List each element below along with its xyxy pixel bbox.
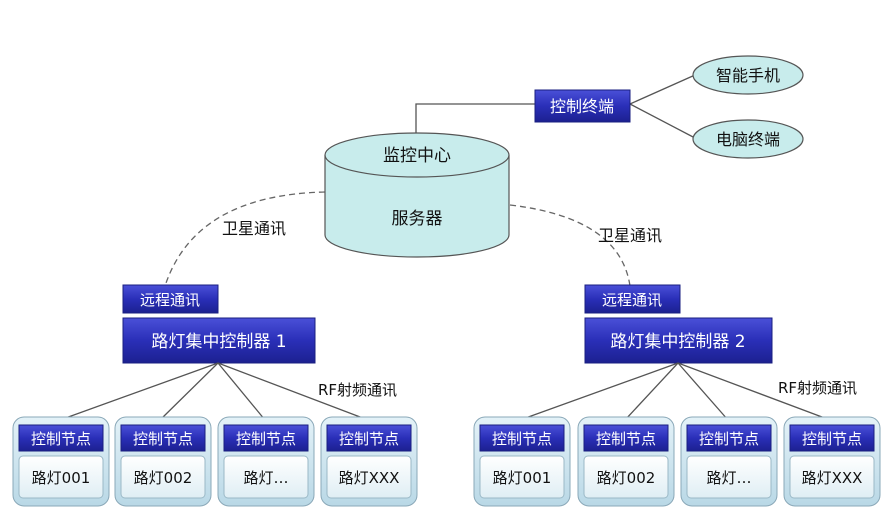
remote-label-1: 远程通讯 [140,291,200,309]
concentrator-1: 远程通讯 路灯集中控制器 1 [122,284,316,364]
control-terminal-label: 控制终端 [550,97,614,116]
control-node: 控制节点 路灯… [680,416,778,507]
server-body-label: 服务器 [392,209,443,229]
client-phone-label: 智能手机 [716,66,780,85]
rf-label-1: RF射频通讯 [318,381,397,399]
concentrator-name-1: 路灯集中控制器 1 [151,332,286,352]
satellite-link-right [509,204,631,287]
lamp-label: 路灯002 [134,469,193,487]
control-node: 控制节点 路灯002 [577,416,675,507]
client-pc-label: 电脑终端 [716,130,780,149]
node-header: 控制节点 [802,430,862,448]
control-node: 控制节点 路灯001 [12,416,110,507]
remote-label-2: 远程通讯 [602,291,662,309]
control-node: 控制节点 路灯001 [473,416,571,507]
lamp-label: 路灯001 [493,469,552,487]
control-node: 控制节点 路灯XXX [320,416,418,507]
satellite-label-left: 卫星通讯 [222,219,286,238]
lamp-label: 路灯002 [597,469,656,487]
node-header: 控制节点 [699,430,759,448]
control-node: 控制节点 路灯XXX [783,416,881,507]
terminal-pc-link [629,103,696,139]
concentrator-2: 远程通讯 路灯集中控制器 2 [584,284,773,364]
lamp-label: 路灯… [243,469,288,487]
concentrator-name-2: 路灯集中控制器 2 [610,332,745,352]
node-header: 控制节点 [133,430,193,448]
rf-links-2 [519,362,831,421]
server-terminal-link [415,103,535,145]
client-phone: 智能手机 [692,55,804,95]
control-node: 控制节点 路灯… [217,416,315,507]
control-node: 控制节点 路灯002 [114,416,212,507]
satellite-link-left [164,191,326,287]
node-header: 控制节点 [339,430,399,448]
node-header: 控制节点 [236,430,296,448]
lamp-label: 路灯001 [32,469,91,487]
control-terminal-box: 控制终端 [534,89,631,123]
node-header: 控制节点 [596,430,656,448]
rf-links-1 [59,362,369,421]
lamp-label: 路灯XXX [339,469,400,487]
node-header: 控制节点 [492,430,552,448]
server-cylinder: 监控中心 服务器 [324,132,510,258]
lamp-label: 路灯XXX [802,469,863,487]
rf-label-2: RF射频通讯 [778,379,857,397]
node-header: 控制节点 [31,430,91,448]
server-top-label: 监控中心 [383,146,451,166]
terminal-phone-link [629,74,696,105]
lamp-label: 路灯… [706,469,751,487]
satellite-label-right: 卫星通讯 [598,226,662,245]
client-pc: 电脑终端 [692,119,804,159]
